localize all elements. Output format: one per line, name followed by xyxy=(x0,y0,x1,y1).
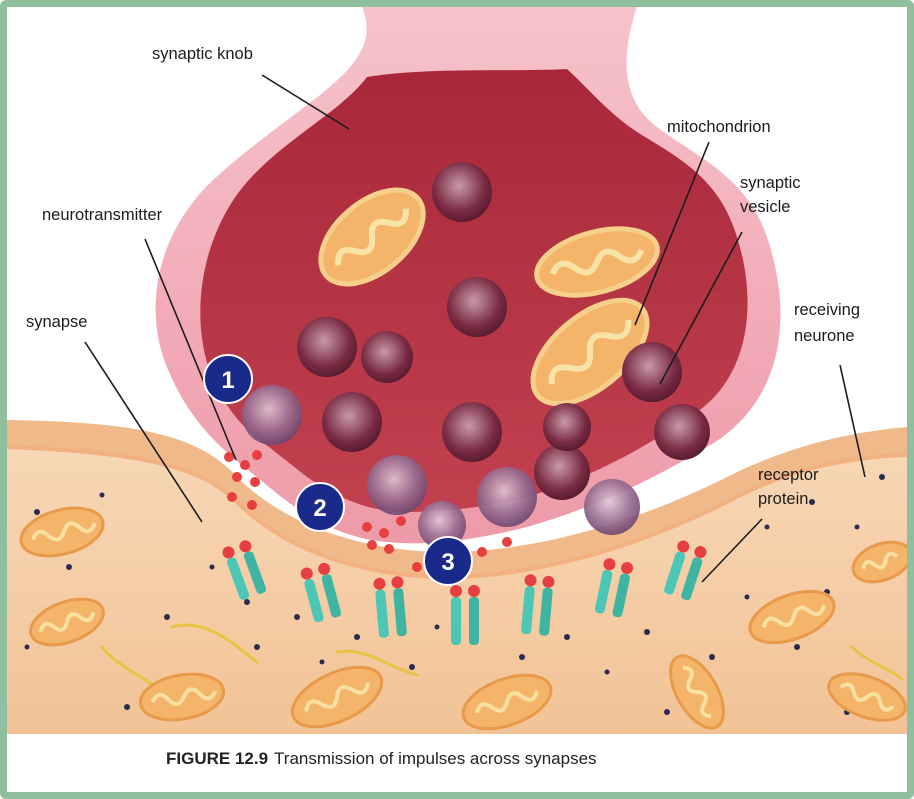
label-receiving-neurone-line2: neurone xyxy=(794,326,855,347)
label-receptor-protein-line2: protein xyxy=(758,489,808,510)
step-badge-2: 2 xyxy=(296,483,344,531)
label-synaptic-vesicle-line1: synaptic xyxy=(740,173,801,194)
label-neurotransmitter: neurotransmitter xyxy=(42,205,162,226)
figure-caption: FIGURE 12.9 Transmission of impulses acro… xyxy=(166,749,597,769)
figure-caption-text: Transmission of impulses across synapses xyxy=(274,749,597,768)
step-badge-1: 1 xyxy=(204,355,252,403)
svg-text:3: 3 xyxy=(441,549,454,576)
label-synaptic-vesicle-line2: vesicle xyxy=(740,197,790,218)
label-synapse: synapse xyxy=(26,312,87,333)
svg-text:1: 1 xyxy=(221,367,234,394)
svg-text:2: 2 xyxy=(313,495,326,522)
synapse-illustration: 1 2 3 xyxy=(7,7,907,734)
label-mitochondrion: mitochondrion xyxy=(667,117,771,138)
label-synaptic-knob: synaptic knob xyxy=(152,44,253,65)
step-badge-3: 3 xyxy=(424,537,472,585)
label-receptor-protein-line1: receptor xyxy=(758,465,819,486)
label-receiving-neurone-line1: receiving xyxy=(794,300,860,321)
figure-number: FIGURE 12.9 xyxy=(166,749,268,768)
